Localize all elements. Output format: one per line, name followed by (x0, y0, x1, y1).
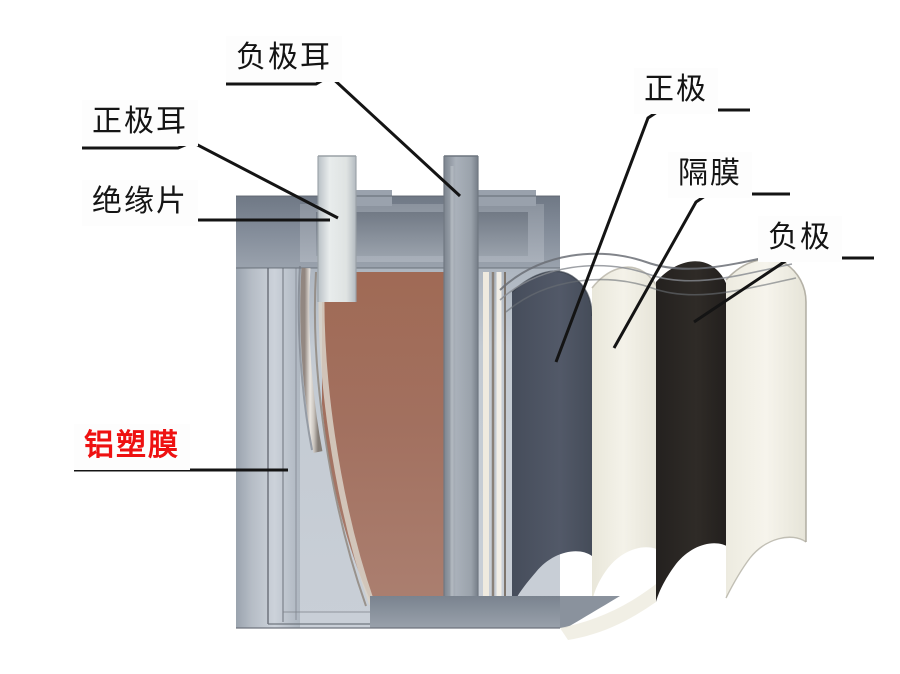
label-separator: 隔膜 (668, 152, 752, 198)
case-bottom-shelf (236, 584, 656, 640)
negative-tab (443, 155, 479, 600)
cathode-sheet (511, 270, 593, 608)
separator-sheet-2 (725, 258, 807, 599)
positive-tab (317, 155, 357, 302)
label-negative-tab: 负极耳 (226, 36, 342, 82)
anode-sheet (656, 261, 730, 602)
label-aluminum-plastic-film: 铝塑膜 (74, 424, 190, 470)
case-top-seal-band (236, 190, 560, 269)
separator-edge-strips (483, 272, 506, 598)
label-cathode: 正极 (634, 68, 718, 114)
separator-wave-lines (499, 251, 797, 313)
label-positive-tab: 正极耳 (82, 100, 198, 146)
separator-sheet-1 (591, 266, 663, 606)
copper-foil-electrode (313, 271, 452, 607)
label-anode: 负极 (758, 216, 842, 262)
foil-rolled-edge-left (297, 265, 323, 453)
label-insulator: 绝缘片 (82, 180, 198, 226)
